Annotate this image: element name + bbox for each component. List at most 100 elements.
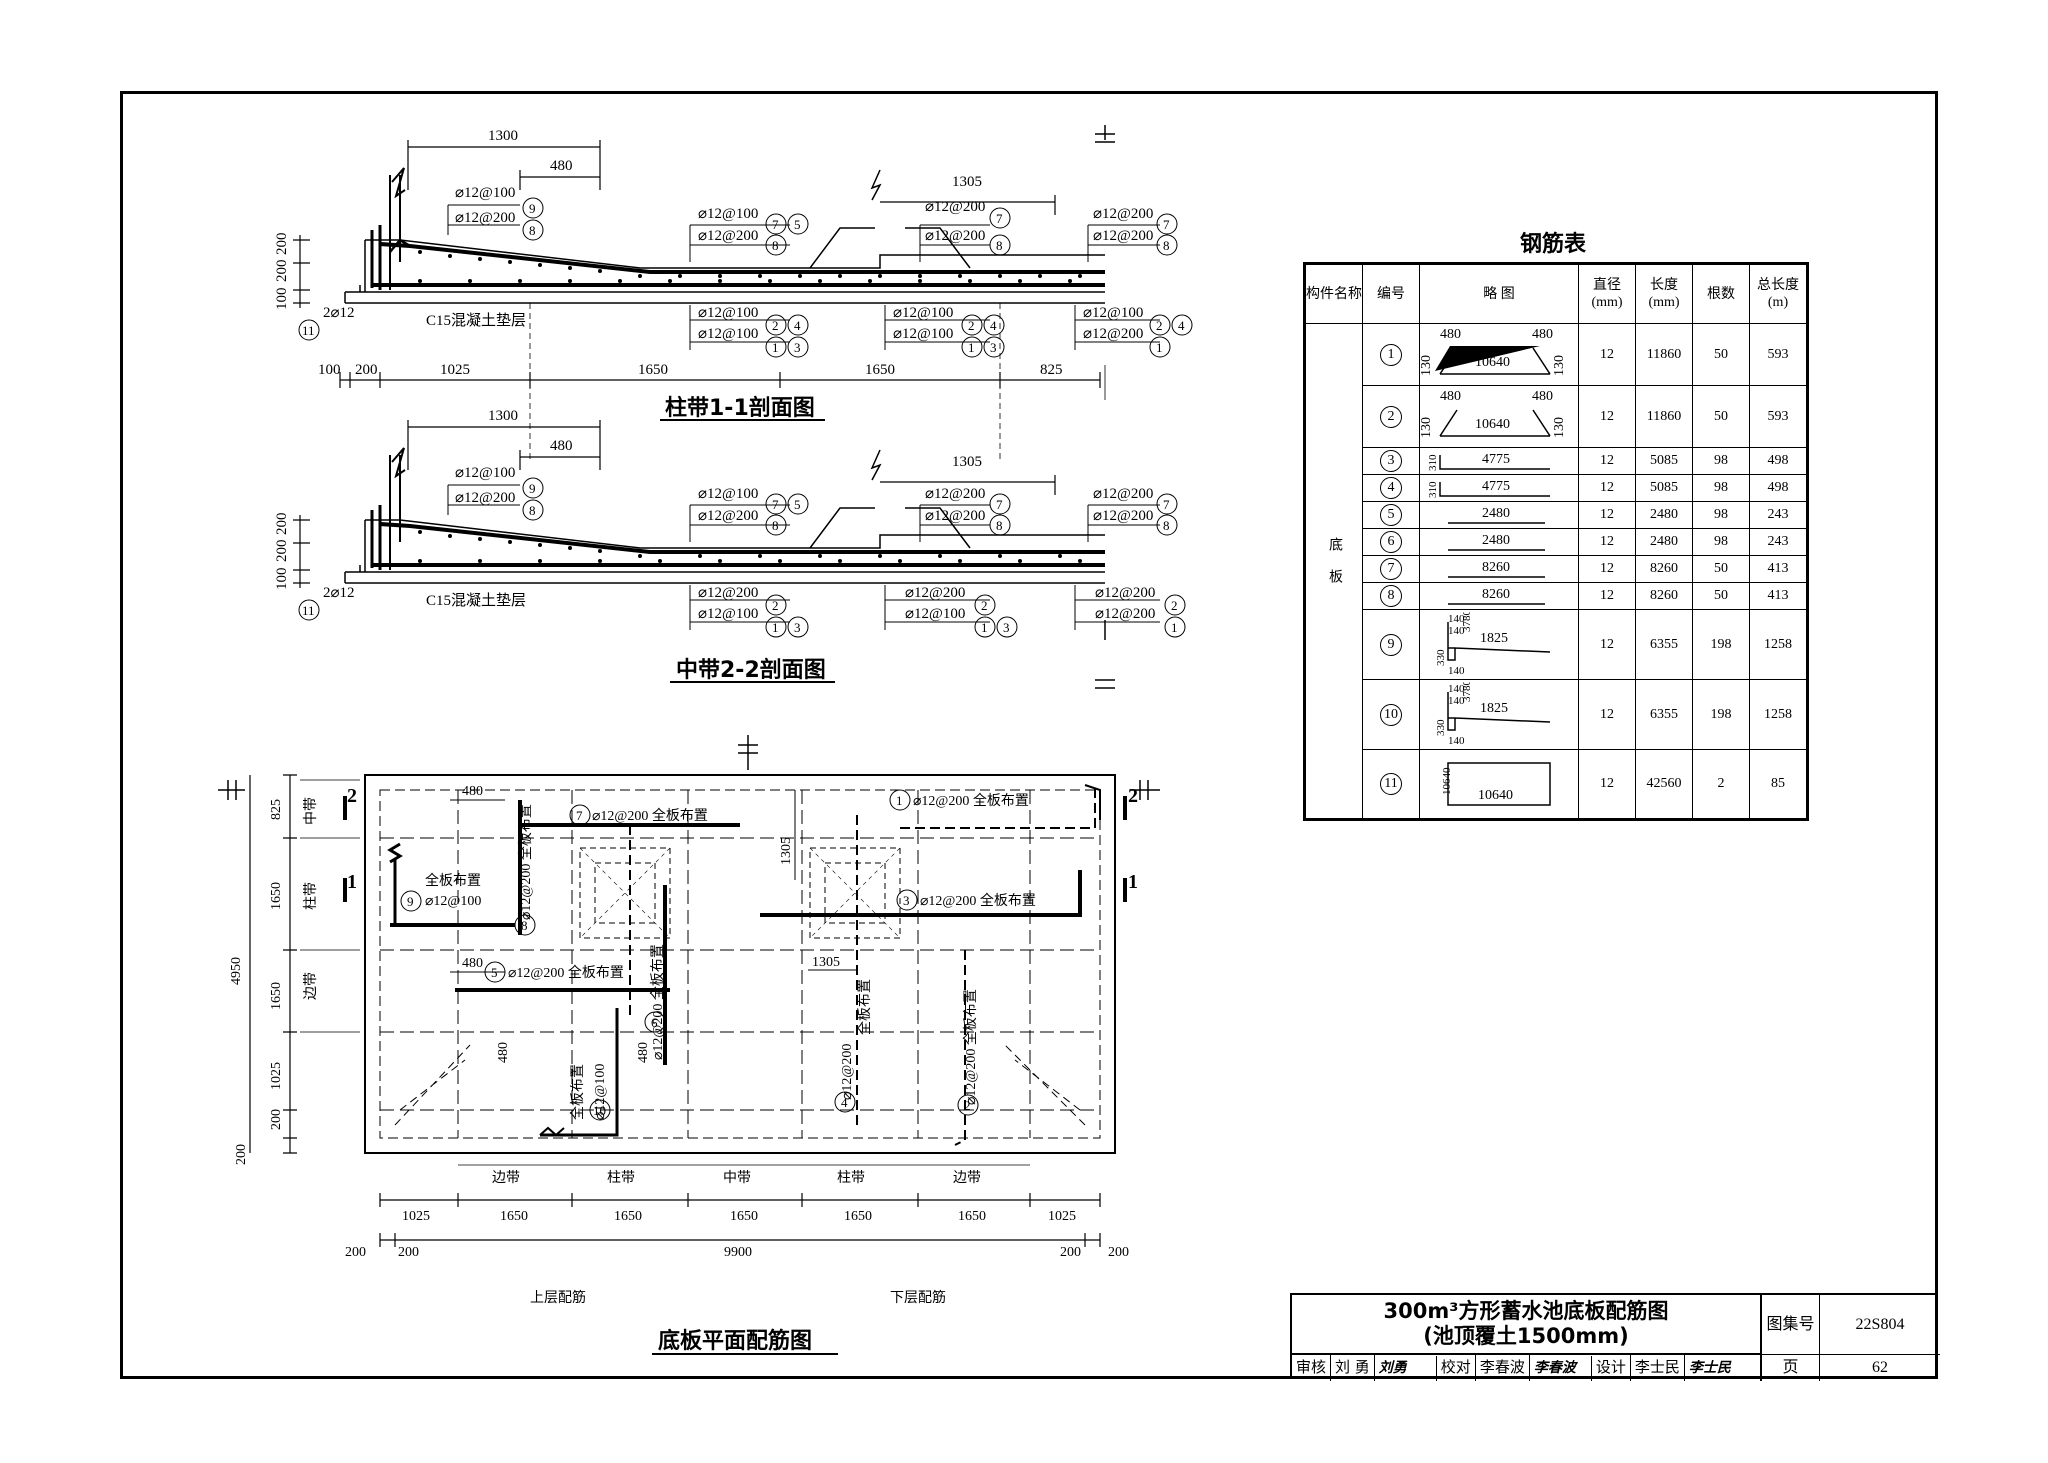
th-component: 构件名称 — [1304, 263, 1363, 324]
s1-num: 9 — [529, 201, 536, 216]
bar-no: 1 — [1380, 343, 1402, 366]
drawing-title: 300m³方形蓄水池底板配筋图 (池顶覆土1500mm) — [1292, 1295, 1762, 1355]
plan-label-8: ⌀12@200 全板布置 — [517, 804, 534, 920]
plan-left-dim: 200 — [269, 1109, 284, 1130]
s1-bottom-dim: 1650 — [638, 362, 668, 378]
svg-text:5: 5 — [491, 965, 498, 980]
svg-text:8260: 8260 — [1482, 560, 1510, 575]
plan-bottom-dim: 1025 — [1048, 1209, 1076, 1224]
svg-text:130: 130 — [1552, 417, 1567, 438]
svg-text:9: 9 — [407, 894, 414, 909]
plan-bottom-dim: 1650 — [844, 1209, 872, 1224]
svg-text:3780: 3780 — [1461, 612, 1473, 632]
s2-num: 1 — [981, 620, 988, 635]
svg-text:8: 8 — [521, 918, 528, 933]
section-1-1-text: 1300 480 1305 ⌀12@100 ⌀12@200 ⌀12@100 ⌀1… — [274, 128, 1153, 421]
s2-dim-480: 480 — [550, 438, 573, 454]
svg-text:330: 330 — [1435, 649, 1447, 666]
section-2-2 — [293, 420, 1160, 689]
s1-label: ⌀12@100 — [698, 326, 758, 342]
s1-cushion: C15混凝土垫层 — [426, 312, 526, 329]
s1-left-dim: 200 — [274, 260, 290, 283]
th-sketch: 略 图 — [1419, 263, 1579, 324]
plan-mark: 1 — [1128, 871, 1138, 893]
s1-num: 5 — [794, 217, 801, 232]
lower-label: 下层配筋 — [890, 1289, 946, 1306]
section-1-1 — [293, 125, 1160, 460]
svg-text:1825: 1825 — [1480, 631, 1508, 646]
s1-num: 7 — [1163, 217, 1170, 232]
s1-bottom-dim: 1650 — [865, 362, 895, 378]
svg-text:3780: 3780 — [1461, 682, 1473, 702]
s2-label: ⌀12@200 — [1095, 585, 1155, 601]
plan-left-band: 柱带 — [303, 882, 319, 910]
table-header-row: 构件名称 编号 略 图 直径(mm) 长度(mm) 根数 总长度(m) — [1304, 263, 1808, 324]
plan-label-3: ⌀12@200 全板布置 — [920, 892, 1036, 909]
s1-label: ⌀12@100 — [893, 305, 953, 321]
s1-dim-480: 480 — [550, 158, 573, 174]
svg-text:140: 140 — [1448, 683, 1465, 695]
plan-mark: 2 — [1128, 785, 1138, 807]
s2-num: 1 — [772, 620, 779, 635]
s1-num: 8 — [529, 223, 536, 238]
svg-text:140: 140 — [1448, 613, 1465, 625]
s2-num: 8 — [529, 503, 536, 518]
s1-num: 11 — [302, 323, 315, 338]
plan-label-5: ⌀12@200 全板布置 — [508, 964, 624, 981]
svg-text:10640: 10640 — [1475, 417, 1510, 432]
s1-num: 1 — [968, 340, 975, 355]
s1-num: 2 — [772, 318, 779, 333]
s2-label: ⌀12@100 — [455, 465, 515, 481]
svg-text:140: 140 — [1448, 665, 1465, 677]
svg-text:1: 1 — [896, 793, 903, 808]
section-2-2-title: 中带2-2剖面图 — [676, 657, 826, 683]
plan-left-dim: 1650 — [269, 882, 284, 910]
svg-text:130: 130 — [1420, 417, 1434, 438]
s2-cushion: C15混凝土垫层 — [426, 592, 526, 609]
svg-text:10640: 10640 — [1441, 767, 1453, 795]
s2-left-dim: 100 — [274, 568, 290, 591]
drawing-frame — [120, 91, 1938, 1379]
title-block-right: 图集号 22S804 页 62 — [1762, 1295, 1940, 1381]
plan-bottom-dim2: 9900 — [724, 1245, 752, 1260]
s2-label: ⌀12@200 — [925, 508, 985, 524]
s2-label: ⌀12@200 — [1093, 486, 1153, 502]
s1-bottom-dim: 1025 — [440, 362, 470, 378]
s1-num: 3 — [990, 340, 997, 355]
s2-label: ⌀12@200 — [1093, 508, 1153, 524]
s1-num: 3 — [794, 340, 801, 355]
s2-label: ⌀12@100 — [698, 606, 758, 622]
s2-label: ⌀12@200 — [455, 490, 515, 506]
rebar-dots-s2 — [418, 530, 1082, 563]
component-name: 底板 — [1327, 536, 1342, 601]
sketch-6: 2480 — [1448, 533, 1545, 551]
svg-text:10: 10 — [593, 1103, 606, 1118]
s2-left-dim: 200 — [274, 540, 290, 563]
section-2-2-circles: 11 9 8 7 5 8 7 8 7 8 2 1 3 2 1 3 2 1 — [298, 477, 1186, 683]
plan-left-band: 边带 — [303, 972, 319, 1000]
svg-text:480: 480 — [1532, 389, 1553, 404]
svg-text:310: 310 — [1427, 454, 1439, 471]
sketch-8: 8260 — [1448, 587, 1545, 605]
s1-num: 8 — [772, 238, 779, 253]
plan-bottom-dim: 1025 — [402, 1209, 430, 1224]
sketch-11: 10640 10640 — [1441, 762, 1551, 806]
section-1-1-title: 柱带1-1剖面图 — [665, 395, 815, 421]
s1-bottom-dim: 200 — [355, 362, 378, 378]
th-count: 根数 — [1692, 263, 1750, 324]
svg-text:2: 2 — [964, 1098, 971, 1113]
svg-text:130: 130 — [1552, 355, 1567, 376]
bar-no: 6 — [1380, 531, 1402, 553]
s1-num: 7 — [996, 211, 1003, 226]
s2-num: 11 — [302, 603, 315, 618]
plan-bottom-dim: 1650 — [500, 1209, 528, 1224]
s1-label: ⌀12@200 — [925, 199, 985, 215]
plan-left-dim: 200 — [234, 1144, 249, 1165]
s1-left-dim: 100 — [274, 288, 290, 311]
s2-num: 8 — [1163, 518, 1170, 533]
svg-text:10640: 10640 — [1478, 788, 1513, 803]
s2-label: ⌀12@200 — [1095, 606, 1155, 622]
plan-label-6: ⌀12@200 全板布置 — [649, 944, 666, 1060]
